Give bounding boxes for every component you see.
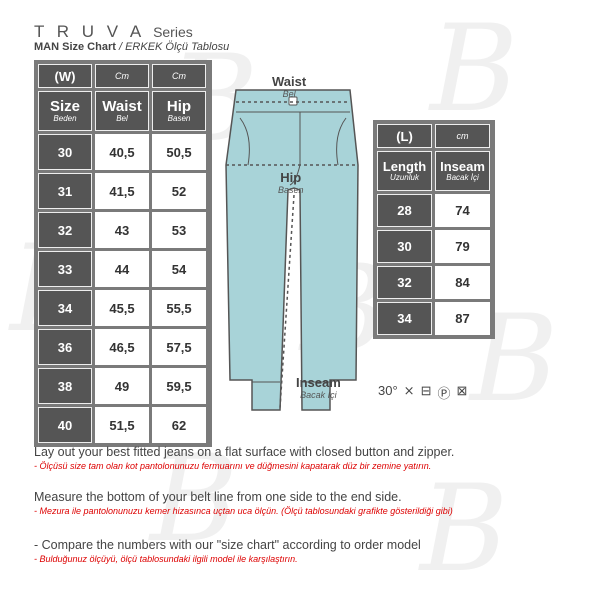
jeans-illustration [225, 89, 359, 411]
inseam-cell: 87 [435, 302, 490, 335]
care-symbols: 30° ⨯ ⊟ Ⓟ ⊠ [378, 383, 467, 402]
dry-clean-icon: Ⓟ [437, 386, 451, 401]
pocket-right [336, 117, 347, 166]
waist-cell: 46,5 [95, 329, 149, 365]
waist-cell: 49 [95, 368, 149, 404]
hip-cell: 57,5 [152, 329, 206, 365]
jeans-shape [225, 89, 359, 411]
no-bleach-icon: ⨯ [403, 383, 415, 398]
table-top-cell: Cm [95, 64, 149, 88]
instruction-2: Measure the bottom of your belt line fro… [34, 490, 453, 516]
table-top-cell: (W) [38, 64, 92, 88]
length-cell: 30 [377, 230, 432, 263]
hip-cell: 62 [152, 407, 206, 443]
wash-30-icon: 30° [378, 383, 398, 398]
length-inseam-table: (L) cm Length Uzunluk Inseam Bacak İçi 2… [373, 120, 495, 339]
column-header-inseam: Inseam Bacak İçi [435, 151, 490, 191]
waist-cell: 43 [95, 212, 149, 248]
button-icon [288, 96, 298, 106]
size-cell: 31 [38, 173, 92, 209]
size-cell: 30 [38, 134, 92, 170]
hip-label: Hip Basen [278, 170, 304, 195]
column-header-length: Length Uzunluk [377, 151, 432, 191]
column-header-waist: Waist Bel [95, 91, 149, 131]
length-cell: 34 [377, 302, 432, 335]
waist-cell: 44 [95, 251, 149, 287]
size-cell: 34 [38, 290, 92, 326]
no-tumble-dry-icon: ⊠ [456, 383, 468, 398]
hip-cell: 55,5 [152, 290, 206, 326]
waist-cell: 51,5 [95, 407, 149, 443]
column-header-hip: Hip Basen [152, 91, 206, 131]
inseam-cell: 84 [435, 266, 490, 299]
size-cell: 33 [38, 251, 92, 287]
inseam-cell: 74 [435, 194, 490, 227]
iron-icon: ⊟ [420, 383, 432, 398]
waist-cell: 41,5 [95, 173, 149, 209]
size-cell: 36 [38, 329, 92, 365]
table-top-cell: Cm [152, 64, 206, 88]
hip-cell: 53 [152, 212, 206, 248]
hip-cell: 50,5 [152, 134, 206, 170]
length-cell: 28 [377, 194, 432, 227]
hip-cell: 52 [152, 173, 206, 209]
size-cell: 32 [38, 212, 92, 248]
waist-cell: 40,5 [95, 134, 149, 170]
inseam-label: Inseam Bacak İçi [296, 375, 341, 400]
size-cell: 38 [38, 368, 92, 404]
table-top-cell: (L) [377, 124, 432, 148]
table-top-cell: cm [435, 124, 490, 148]
pocket-left [239, 117, 250, 166]
waist-label: Waist Bel [272, 74, 307, 99]
size-cell: 40 [38, 407, 92, 443]
hip-cell: 54 [152, 251, 206, 287]
inseam-cell: 79 [435, 230, 490, 263]
hip-cell: 59,5 [152, 368, 206, 404]
brand-logo: T R U V A Series [34, 22, 193, 41]
page-title: MAN Size Chart / ERKEK Ölçü Tablosu [34, 41, 230, 53]
instruction-3: - Compare the numbers with our "size cha… [34, 538, 421, 564]
column-header-size: Size Beden [38, 91, 92, 131]
waist-cell: 45,5 [95, 290, 149, 326]
instruction-1: Lay out your best fitted jeans on a flat… [34, 445, 455, 471]
waist-hip-size-table: (W) Cm Cm Size Beden Waist Bel Hip Basen… [34, 60, 212, 447]
length-cell: 32 [377, 266, 432, 299]
